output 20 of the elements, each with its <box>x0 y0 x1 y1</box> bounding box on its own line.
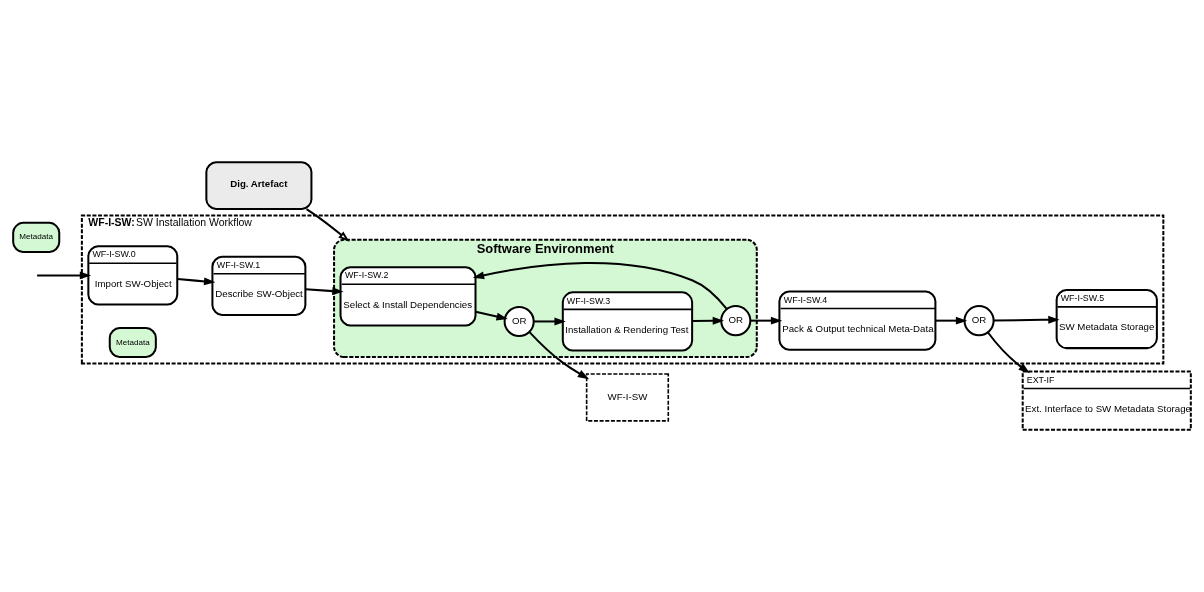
node-circle: OR <box>503 305 535 337</box>
arrow <box>935 316 968 325</box>
arrow <box>305 287 344 296</box>
arrow <box>177 277 216 286</box>
arrow <box>750 316 783 325</box>
arrow <box>306 208 350 242</box>
arrow <box>37 271 92 280</box>
arrow <box>533 317 566 326</box>
node-box: Dig. Artefact <box>205 161 313 211</box>
arrow <box>475 310 508 321</box>
node-box: WF-I-SW <box>585 373 670 422</box>
arrow <box>472 262 728 310</box>
node-circle: OR <box>720 305 752 337</box>
arrow <box>987 331 1030 374</box>
arrow <box>692 316 725 325</box>
arrow <box>993 315 1060 324</box>
node-circle: OR <box>963 305 995 337</box>
node-box: Metadata <box>108 326 157 359</box>
node-box: Metadata <box>12 221 61 253</box>
arrow <box>528 331 590 380</box>
